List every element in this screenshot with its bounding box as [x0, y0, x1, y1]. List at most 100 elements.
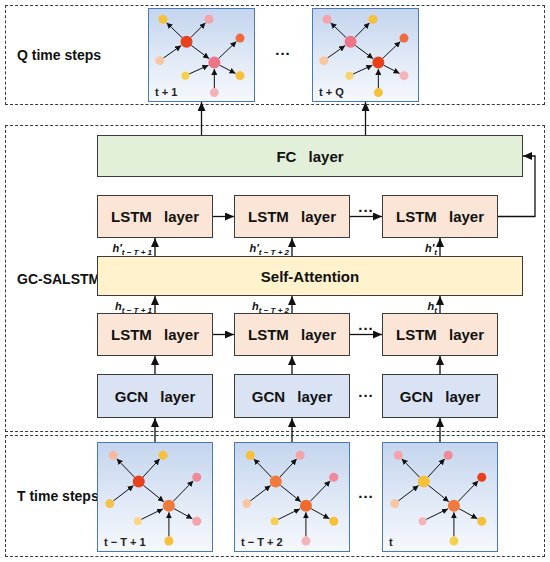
graph-link: [428, 459, 445, 477]
graph-link: [141, 509, 163, 520]
graph-vertex: [372, 57, 384, 69]
graph-vertex: [163, 500, 175, 512]
graph-link: [167, 23, 183, 38]
graph-vertex: [192, 517, 201, 526]
state-symbol: h′: [425, 242, 434, 254]
graph-vertex: [181, 72, 189, 80]
graph-link: [459, 509, 477, 519]
flow-arrow: [201, 102, 202, 135]
hidden-state-label: ht: [428, 295, 437, 314]
graph-vertex: [329, 517, 338, 526]
layer-label: GCN layer: [400, 388, 481, 405]
flow-arrow: [350, 334, 382, 335]
graph-link: [173, 481, 193, 502]
graph-link: [311, 509, 329, 519]
flow-arrow: [291, 418, 292, 442]
dashed-group: Q time stepst + 1t + Q: [5, 5, 545, 105]
hidden-state-label: ht − T + 1: [115, 295, 152, 314]
ellipsis: ...: [275, 41, 291, 58]
state-symbol: h: [252, 299, 259, 311]
flow-arrow: [154, 238, 155, 256]
ellipsis: ...: [358, 383, 374, 400]
hidden-state-label: h′t − T + 1: [112, 238, 152, 257]
graph-vertex: [477, 473, 486, 482]
flow-arrow: [350, 216, 382, 217]
layer-label: Self-Attention: [261, 268, 359, 285]
layer-box: LSTM layer: [97, 313, 213, 356]
graph-link: [220, 65, 236, 73]
graph-link: [191, 45, 209, 58]
flow-arrow: [365, 102, 366, 135]
graph-link: [117, 459, 135, 477]
graph-link: [331, 23, 347, 38]
layer-label: LSTM layer: [396, 208, 484, 225]
graph-vertex: [242, 499, 251, 508]
graph-vertex: [105, 499, 114, 508]
graph-link: [163, 46, 181, 58]
graph-link: [219, 42, 237, 59]
graph-snapshot: t + 1: [148, 8, 255, 102]
graph-link: [355, 23, 370, 38]
graph-vertex: [345, 72, 353, 80]
layer-box: LSTM layer: [97, 195, 213, 238]
graph-vertex: [400, 71, 409, 80]
graph-link: [113, 486, 133, 501]
state-symbol: h′: [112, 242, 121, 254]
graph-link: [278, 509, 300, 520]
graph-vertex: [394, 451, 403, 460]
group-label: GC-SALSTM: [17, 271, 100, 287]
hidden-state-label: h′t: [425, 238, 437, 257]
graph-snapshot: t + Q: [312, 8, 419, 102]
hidden-state-label: h′t − T + 2: [249, 238, 289, 257]
hidden-state-label: ht − T + 2: [252, 295, 289, 314]
graph-link: [398, 486, 418, 501]
graph-link: [310, 481, 330, 502]
graph-link: [280, 459, 297, 477]
state-symbol: h: [115, 299, 122, 311]
graph-link: [426, 509, 448, 520]
graph-vertex: [192, 473, 201, 482]
layer-box: LSTM layer: [382, 313, 498, 356]
flow-arrow: [154, 296, 155, 313]
graph-link: [280, 485, 300, 501]
state-subscript: t − T + 1: [122, 248, 152, 257]
ellipsis: ...: [358, 484, 374, 501]
graph-vertex: [419, 517, 427, 525]
graph-vertex: [368, 15, 377, 24]
graph-link: [191, 23, 206, 38]
graph-vertex: [181, 36, 193, 48]
layer-box: GCN layer: [234, 374, 350, 418]
graph-link: [458, 481, 478, 502]
flow-arrow: [439, 356, 440, 374]
layer-box: FC layer: [97, 135, 523, 177]
graph-link: [305, 512, 306, 536]
time-step-label: t + 1: [155, 86, 177, 98]
graph-link: [327, 46, 345, 58]
graph-link: [355, 45, 373, 58]
graph-link: [384, 65, 400, 73]
graph-vertex: [236, 34, 245, 43]
flow-arrow: [213, 216, 234, 217]
layer-label: LSTM layer: [111, 326, 199, 343]
graph-vertex: [296, 451, 305, 460]
layer-label: GCN layer: [115, 388, 196, 405]
graph-link: [353, 65, 372, 74]
layer-label: LSTM layer: [248, 326, 336, 343]
graph-vertex: [210, 88, 219, 97]
graph-snapshot: t − T + 1: [97, 442, 213, 552]
graph-link: [378, 69, 379, 88]
graph-vertex: [270, 476, 282, 488]
graph-vertex: [300, 500, 312, 512]
graph-vertex: [133, 476, 145, 488]
graph-vertex: [164, 537, 173, 546]
layer-box: LSTM layer: [234, 195, 350, 238]
graph-vertex: [345, 36, 357, 48]
ellipsis-label: ...: [358, 484, 374, 502]
graph-link: [428, 485, 448, 501]
flow-arrow: [154, 418, 155, 442]
graph-vertex: [208, 57, 220, 69]
graph-vertex: [477, 517, 486, 526]
